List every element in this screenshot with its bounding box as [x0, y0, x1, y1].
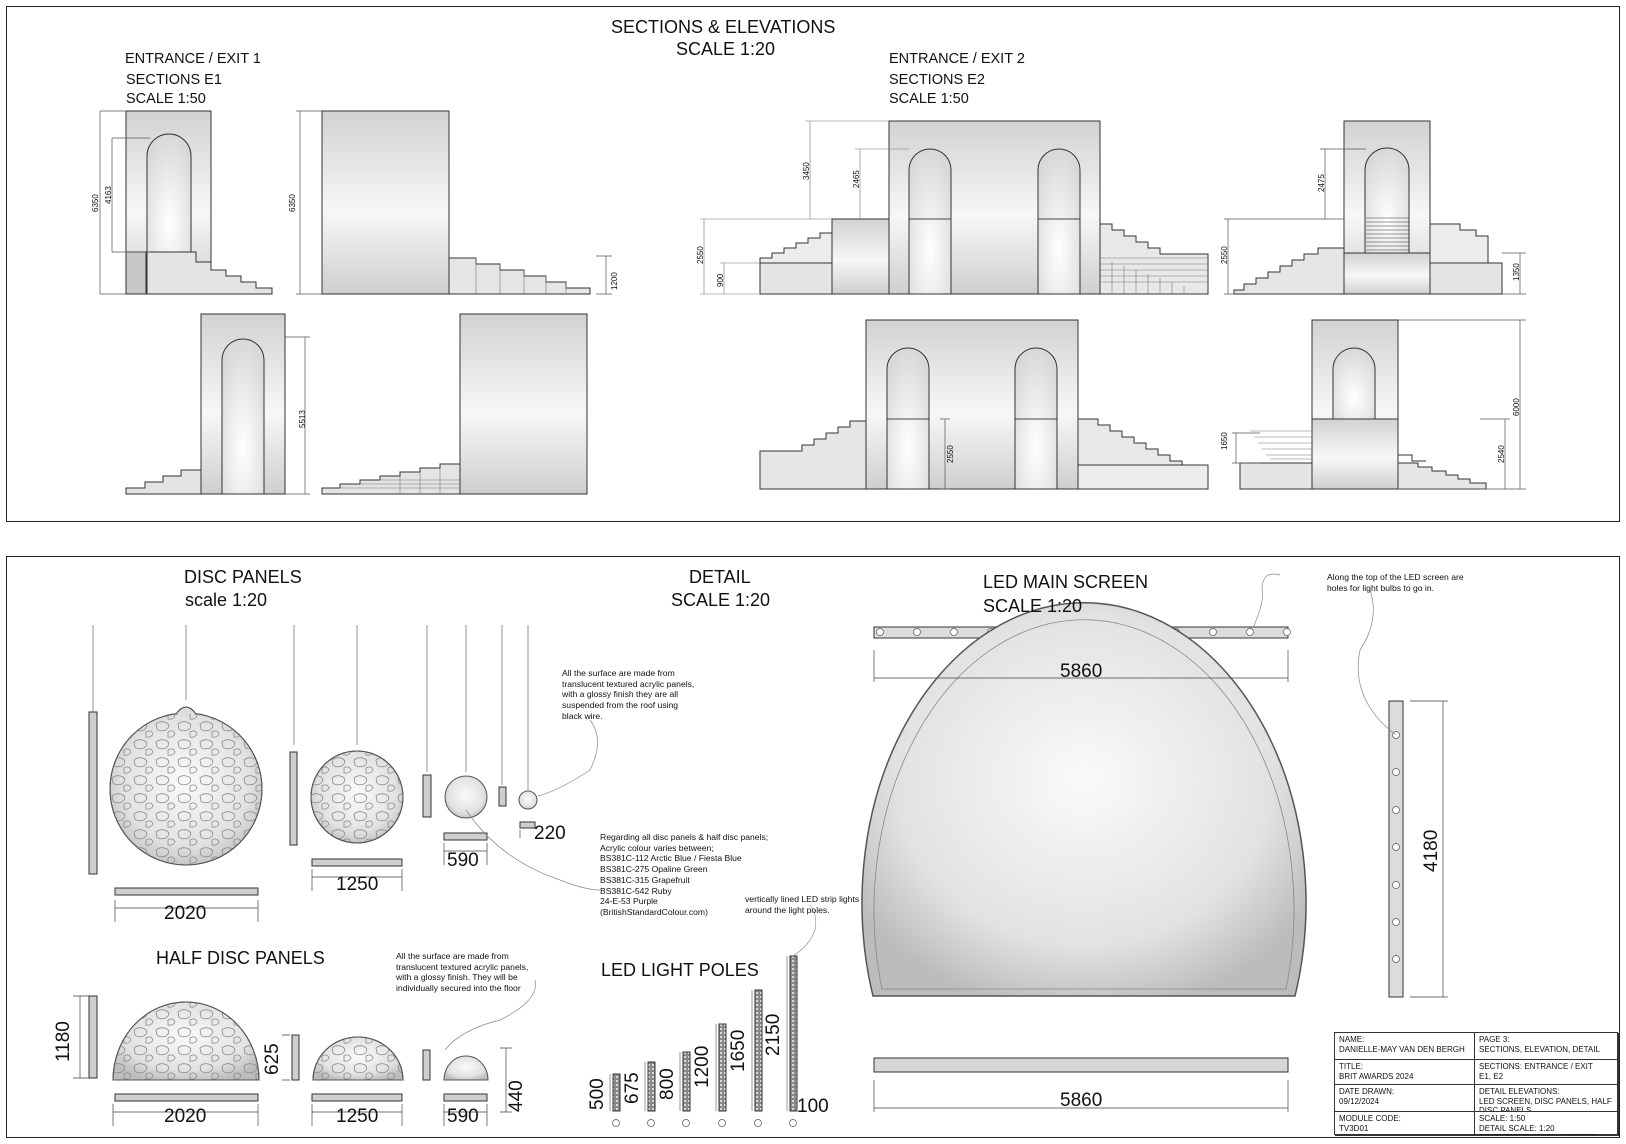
sections-scale: SCALE 1:20: [676, 39, 776, 59]
title-block-title: TITLE: BRIT AWARDS 2024: [1335, 1060, 1475, 1085]
title-block-name: NAME: DANIELLE-MAY VAN DEN BERGH: [1335, 1033, 1475, 1060]
title-block-module: MODULE CODE: TV3D01: [1335, 1112, 1475, 1136]
details-panel: [6, 556, 1620, 1138]
half-disc-dim-1180: 1180: [53, 1021, 74, 1062]
e1-sections-label: SECTIONS E1: [126, 72, 222, 88]
e2-sections-label: SECTIONS E2: [889, 72, 985, 88]
e2-dim-h: 2550: [946, 445, 955, 463]
half-disc-dim-1250: 1250: [336, 1106, 379, 1127]
e1-dim-arch-height: 4163: [104, 186, 113, 204]
e2-dim-b: 2465: [852, 170, 861, 188]
e2-title: ENTRANCE / EXIT 2: [889, 51, 1025, 67]
half-disc-title: HALF DISC PANELS: [156, 948, 325, 968]
e2-dim-g: 1350: [1512, 263, 1521, 281]
led-screen-note: Along the top of the LED screen are hole…: [1327, 572, 1464, 593]
e2-dim-k: 2540: [1497, 445, 1506, 463]
e2-dim-c: 2550: [696, 246, 705, 264]
e2-dim-e: 2475: [1317, 174, 1326, 192]
e1-dim-height-a: 6350: [91, 194, 100, 212]
half-disc-dim-590: 590: [447, 1106, 479, 1127]
half-disc-note: All the surface are made from translucen…: [396, 951, 529, 994]
e1-dim-height-b: 6350: [288, 194, 297, 212]
disc-dim-220: 220: [534, 823, 566, 844]
disc-surface-note: All the surface are made from translucen…: [562, 668, 695, 721]
e2-dim-i: 1650: [1220, 432, 1229, 450]
half-disc-dim-625: 625: [262, 1043, 283, 1075]
pole-dim-2150: 2150: [763, 1013, 784, 1056]
e1-dim-arch-height-b: 5513: [298, 410, 307, 428]
pole-dim-500: 500: [587, 1078, 608, 1110]
sections-elevations-panel: [6, 6, 1620, 522]
detail-scale: SCALE 1:20: [671, 590, 771, 610]
pole-dim-800: 800: [657, 1068, 678, 1100]
pole-dim-1650: 1650: [728, 1029, 749, 1072]
disc-dim-2020: 2020: [164, 903, 207, 924]
e1-dim-stair-height: 1200: [610, 272, 619, 290]
e2-dim-j: 6000: [1512, 398, 1521, 416]
half-disc-dim-440: 440: [506, 1080, 527, 1112]
led-screen-title: LED MAIN SCREEN: [983, 572, 1149, 592]
title-block-sections: SECTIONS: ENTRANCE / EXIT E1, E2: [1475, 1060, 1619, 1085]
title-block-scale: SCALE: 1:50 DETAIL SCALE: 1:20 DIMENSION…: [1475, 1112, 1619, 1136]
disc-panels-title: DISC PANELS: [184, 567, 302, 587]
e2-dim-d: 900: [716, 273, 725, 287]
led-screen-scale: SCALE 1:20: [983, 596, 1083, 616]
disc-colour-note: Regarding all disc panels & half disc pa…: [600, 832, 769, 918]
title-block-date: DATE DRAWN: 09/12/2024: [1335, 1085, 1475, 1112]
title-block-detail: DETAIL ELEVATIONS: LED SCREEN, DISC PANE…: [1475, 1085, 1619, 1112]
e2-dim-f: 2550: [1220, 246, 1229, 264]
title-block: NAME: DANIELLE-MAY VAN DEN BERGH PAGE 3:…: [1334, 1032, 1619, 1136]
half-disc-dim-2020: 2020: [164, 1106, 207, 1127]
disc-dim-1250: 1250: [336, 874, 379, 895]
disc-dim-590: 590: [447, 850, 479, 871]
led-dim-width-bottom: 5860: [1060, 1090, 1103, 1111]
e1-scale: SCALE 1:50: [126, 91, 206, 107]
title-block-page: PAGE 3: SECTIONS, ELEVATION, DETAIL: [1475, 1033, 1619, 1060]
detail-title: DETAIL: [689, 567, 751, 587]
led-poles-title: LED LIGHT POLES: [601, 960, 759, 980]
e2-dim-a: 3450: [802, 162, 811, 180]
disc-panels-scale: scale 1:20: [185, 590, 268, 610]
e2-scale: SCALE 1:50: [889, 91, 969, 107]
pole-dim-1200: 1200: [692, 1045, 713, 1088]
e1-title: ENTRANCE / EXIT 1: [125, 51, 261, 67]
led-dim-width-top: 5860: [1060, 661, 1103, 682]
led-dim-height: 4180: [1421, 829, 1442, 872]
pole-dim-100: 100: [797, 1096, 829, 1117]
led-poles-note: vertically lined LED strip lights around…: [745, 894, 860, 915]
sections-title: SECTIONS & ELEVATIONS: [611, 17, 836, 37]
pole-dim-675: 675: [622, 1072, 643, 1104]
